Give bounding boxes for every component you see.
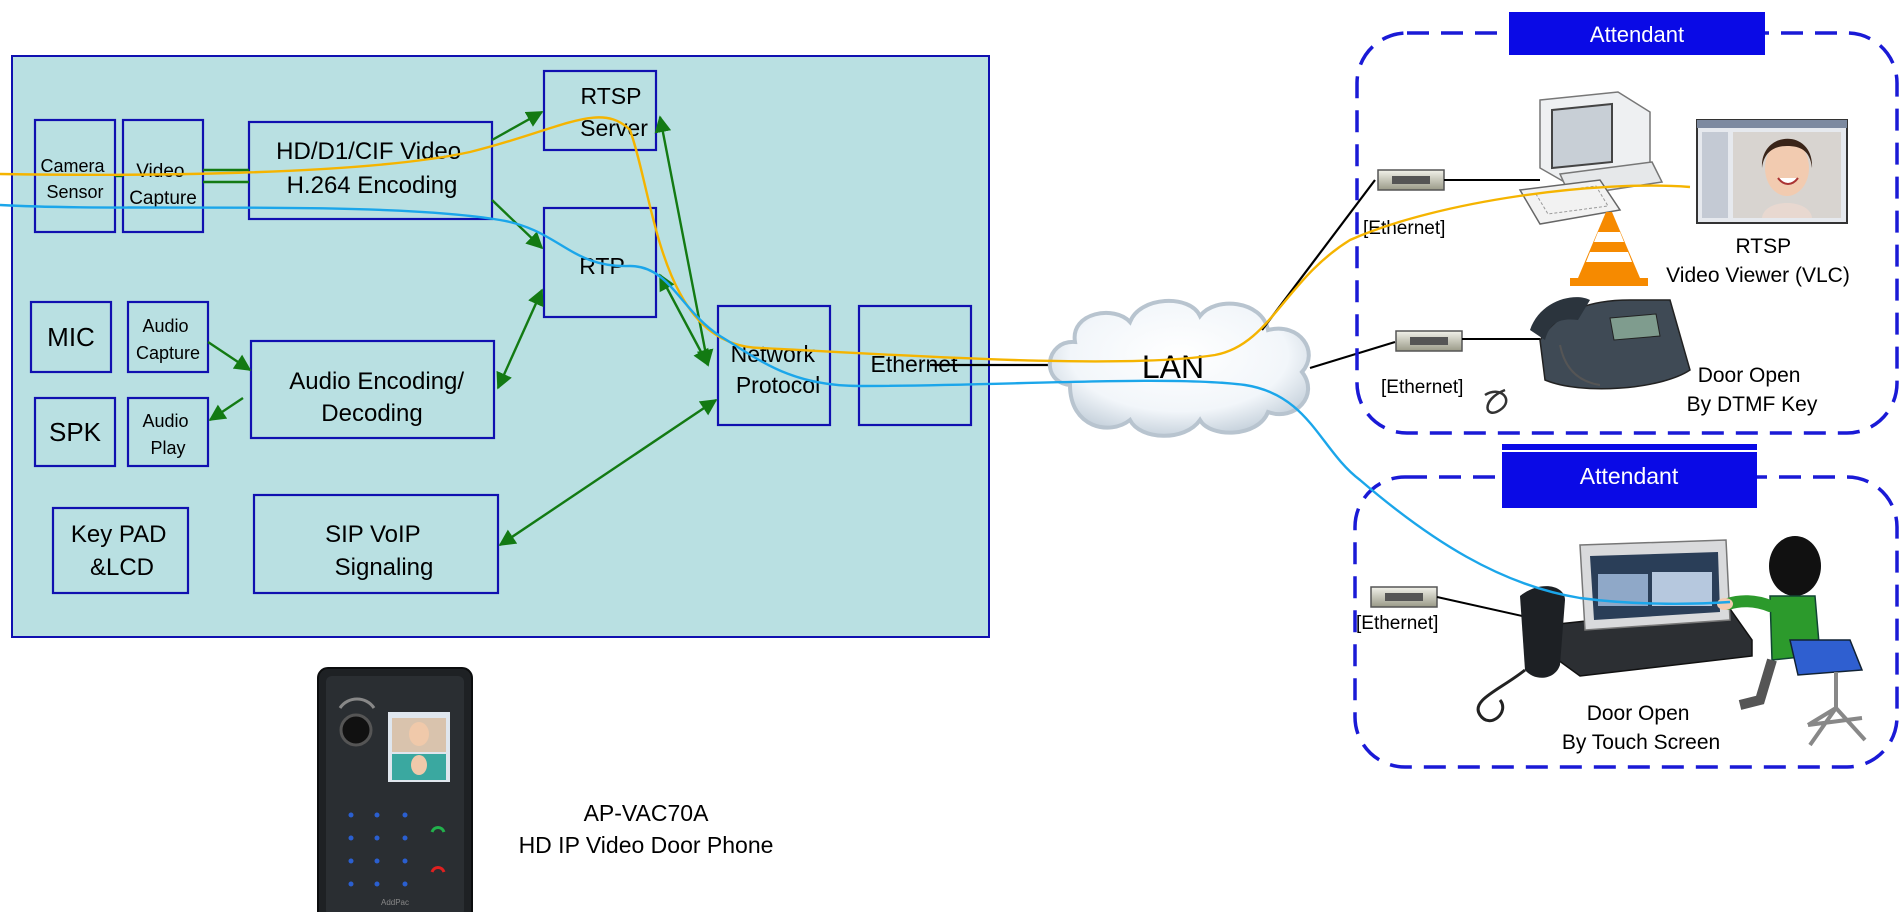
rtsp-viewer-label: RTSP Video Viewer (VLC): [1666, 235, 1850, 287]
video-phone-icon: [1476, 539, 1753, 723]
camera-sensor-block: Camera Sensor: [33, 118, 117, 234]
rtp-to-audio-arrow: [496, 288, 544, 390]
audio-encoding-block: Audio Encoding/ Decoding: [249, 339, 496, 440]
ethernet-switch-icon: [1370, 586, 1438, 608]
computer-icon: [1518, 91, 1664, 225]
lan-cloud: LAN: [1047, 298, 1311, 438]
spk-label: SPK: [49, 417, 102, 447]
ethernet-label-bottom: [Ethernet]: [1356, 613, 1438, 634]
ethernet-label-pc: [Ethernet]: [1363, 218, 1445, 239]
attendant-bottom-title: Attendant: [1580, 463, 1679, 489]
video-signal-path: [0, 116, 1691, 363]
audio-play-label: Audio Play: [142, 411, 193, 458]
product-model-label: AP-VAC70A: [584, 800, 710, 826]
video-encoding-label: HD/D1/CIF Video H.264 Encoding: [276, 138, 468, 199]
ethernet-label-phone: [Ethernet]: [1381, 377, 1463, 398]
brand-label: AddPac: [381, 898, 409, 907]
spk-block: SPK: [33, 396, 117, 468]
ethernet-switch-icon: [1377, 169, 1445, 191]
audio-capture-block: Audio Capture: [126, 300, 210, 374]
product-name-label: HD IP Video Door Phone: [519, 832, 774, 858]
door-phone-product-image: AddPac: [317, 667, 473, 912]
audio-signal-path: [0, 203, 1731, 605]
sip-to-network-arrow: [498, 399, 718, 546]
vlc-cone-icon: [1570, 212, 1648, 286]
keypad-block: Key PAD &LCD: [51, 506, 190, 595]
encoder-to-audio-play-arrow: [208, 397, 244, 421]
rtp-to-network-arrow: [658, 273, 710, 367]
door-open-touch-label: Door Open By Touch Screen: [1562, 702, 1720, 754]
lan-to-phone-line: [1309, 340, 1396, 370]
call-end-icon: [430, 866, 446, 873]
audio-capture-to-encoder-arrow: [207, 341, 252, 371]
ethernet-switch-icon: [1395, 330, 1463, 352]
video-capture-block: Video Capture: [121, 118, 205, 234]
desk-phone-icon: [1484, 297, 1691, 414]
attendant-bottom-header: Attendant: [1502, 444, 1757, 508]
keypad-label: Key PAD &LCD: [71, 521, 173, 581]
lan-label: LAN: [1142, 349, 1204, 385]
mic-label: MIC: [47, 322, 95, 352]
attendant-top-title: Attendant: [1590, 22, 1684, 47]
call-accept-icon: [430, 826, 446, 833]
door-open-dtmf-label: Door Open By DTMF Key: [1687, 364, 1818, 416]
audio-capture-label: Audio Capture: [136, 316, 200, 363]
audio-encoding-label: Audio Encoding/ Decoding: [289, 368, 470, 427]
sip-block: SIP VoIP Signaling: [252, 493, 500, 595]
encoder-to-rtsp-arrow: [491, 110, 544, 142]
video-capture-label: Video Capture: [129, 161, 197, 209]
sip-label: SIP VoIP Signaling: [325, 521, 433, 581]
camera-sensor-label: Camera Sensor: [40, 156, 109, 202]
keypad-buttons: [348, 812, 408, 887]
audio-play-block: Audio Play: [126, 396, 210, 468]
attendant-top-header: Attendant: [1509, 12, 1765, 55]
camera-lens-icon: [339, 713, 373, 747]
mic-block: MIC: [29, 300, 113, 374]
video-viewer-screen: [1696, 119, 1848, 224]
